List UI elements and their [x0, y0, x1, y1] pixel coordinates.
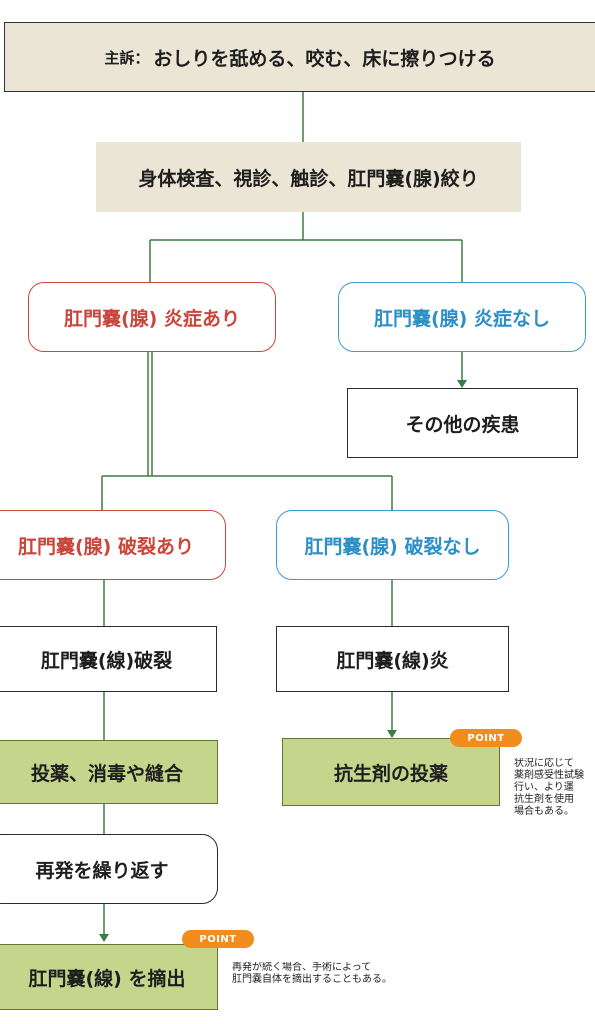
rupture-yes-box: 肛門嚢(腺) 破裂あり: [0, 510, 226, 580]
arrowhead-other: [457, 380, 467, 388]
excision-point-badge: POINT: [182, 930, 254, 948]
recurrence-box: 再発を繰り返す: [0, 834, 218, 904]
excision-box: 肛門嚢(線) を摘出: [0, 944, 218, 1010]
rupture-no-box: 肛門嚢(腺) 破裂なし: [276, 510, 509, 580]
ruptured-box: 肛門嚢(線)破裂: [0, 626, 217, 692]
inflammation-yes-box: 肛門嚢(腺) 炎症あり: [28, 282, 276, 352]
antibiotics-box: 抗生剤の投薬: [282, 738, 500, 806]
chief-complaint-box: 主訴： おしりを舐める、咬む、床に擦りつける: [4, 22, 595, 92]
antibiotics-point-badge: POINT: [450, 729, 522, 747]
arrowhead-excision: [99, 934, 109, 942]
other-disease-box: その他の疾患: [347, 388, 578, 458]
chief-complaint-text: おしりを舐める、咬む、床に擦りつける: [153, 47, 496, 70]
antibiotics-point-note: 状況に応じて 薬剤感受性試験 行い、より運 抗生剤を使用 場合もある。: [514, 758, 584, 817]
examination-box: 身体検査、視診、触診、肛門嚢(腺)絞り: [96, 142, 521, 212]
sacculitis-box: 肛門嚢(線)炎: [276, 626, 509, 692]
inflammation-no-box: 肛門嚢(腺) 炎症なし: [338, 282, 586, 352]
chief-complaint-label: 主訴：: [104, 48, 150, 67]
treatment-box: 投薬、消毒や縫合: [0, 740, 218, 804]
excision-point-note: 再発が続く場合、手術によって 肛門嚢自体を摘出することもある。: [232, 962, 392, 985]
arrowhead-antibiotics: [387, 730, 397, 738]
